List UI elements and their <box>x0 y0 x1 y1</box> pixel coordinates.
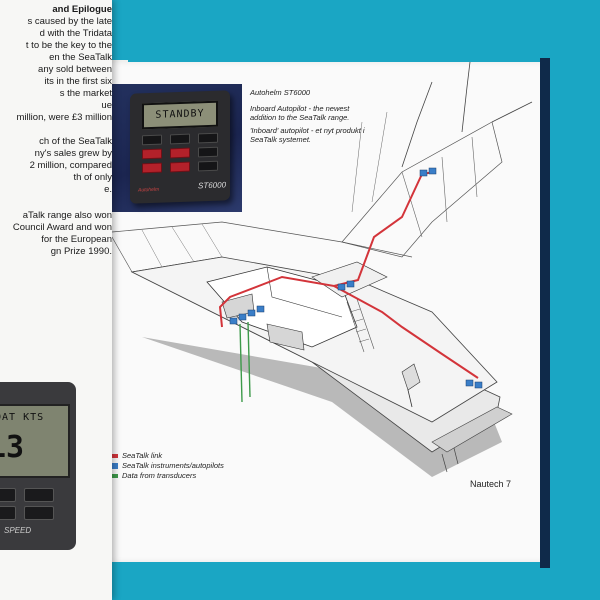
autopilot-button <box>170 133 190 145</box>
instrument-button <box>24 488 54 502</box>
legend-item-transducers: Data from transducers <box>106 471 196 480</box>
instrument-cluster-stern <box>465 379 483 389</box>
seatalk-link-path <box>218 171 479 379</box>
left-page-text-block: and Epilogue s caused by the late d with… <box>0 4 112 196</box>
left-text-line: any sold between <box>38 64 112 75</box>
legend-item-seatalk-link: SeaTalk link <box>106 451 162 460</box>
autopilot-button <box>170 161 190 173</box>
left-text-line: gn Prize 1990. <box>50 246 112 257</box>
outrigger-left <box>401 81 433 168</box>
instrument-button <box>0 488 16 502</box>
left-text-line: s the market <box>59 88 112 99</box>
speed-display-value: 13 <box>0 430 25 465</box>
left-text-line: s caused by the late <box>27 16 113 27</box>
caption-english: Inboard Autopilot - the newest addition … <box>250 104 350 122</box>
left-text-line: th of only <box>73 172 112 183</box>
instrument-cluster-tower <box>419 167 437 177</box>
caption-product: Autohelm ST6000 <box>250 88 311 97</box>
instrument-cluster-lower <box>229 305 265 325</box>
caption-other-language: 'Inboard' autopilot - et nyt produkt i S… <box>250 126 365 144</box>
left-text-line: t to be the key to the <box>25 40 112 51</box>
boat-hull-bottom <box>142 337 502 477</box>
autopilot-model: ST6000 <box>198 180 227 191</box>
speed-instrument-photo: DOAT KTS 13 SPEED <box>0 382 76 550</box>
autopilot-button <box>170 147 190 159</box>
autopilot-button <box>142 162 162 174</box>
left-text-line: aTalk range also won <box>22 210 112 221</box>
left-text-line: en the SeaTalk <box>49 52 112 63</box>
instrument-cluster-helm <box>337 280 355 291</box>
page-number: Nautech 7 <box>470 479 512 489</box>
autopilot-unit: STANDBY Autohelm ST6000 <box>130 90 230 204</box>
legend-swatch <box>106 453 118 458</box>
left-text-line: million, were £3 million <box>16 112 112 123</box>
boat-illustration <box>111 62 533 477</box>
left-text-line: for the European <box>41 234 112 245</box>
speed-display-header: DOAT KTS <box>0 412 45 423</box>
autopilot-brand: Autohelm <box>138 186 160 194</box>
legend-swatch <box>106 462 118 469</box>
left-text-line: Council Award and won <box>12 222 112 233</box>
autopilot-button <box>142 134 162 146</box>
transducer-line-2 <box>247 321 251 398</box>
speed-instrument-label: SPEED <box>4 526 32 535</box>
left-text-line: d with the Tridata <box>39 28 112 39</box>
book-cover-edge <box>540 58 550 568</box>
autopilot-button <box>198 146 218 158</box>
left-text-line: ch of the SeaTalk <box>39 136 112 147</box>
left-text-line: e. <box>104 184 112 195</box>
legend-swatch <box>106 473 118 478</box>
autopilot-display: STANDBY <box>142 100 218 130</box>
autopilot-photo: STANDBY Autohelm ST6000 <box>108 84 242 212</box>
instrument-button <box>0 506 16 520</box>
speed-instrument-display: DOAT KTS 13 <box>0 404 70 478</box>
legend-item-instruments: SeaTalk instruments/autopilots <box>106 461 224 470</box>
legend-label: SeaTalk instruments/autopilots <box>122 461 224 470</box>
outrigger-right <box>461 62 471 133</box>
autopilot-button <box>198 160 218 172</box>
legend-label: SeaTalk link <box>122 451 163 460</box>
autopilot-button <box>142 148 162 160</box>
left-text-line: its in the first six <box>44 76 112 87</box>
transducer-line-1 <box>239 323 243 403</box>
left-text-line: and Epilogue <box>52 4 112 15</box>
instrument-button <box>24 506 54 520</box>
left-text-line: ue <box>101 100 112 111</box>
left-page: and Epilogue s caused by the late d with… <box>0 0 112 600</box>
autopilot-button <box>198 132 218 144</box>
left-text-line: ny's sales grew by <box>34 148 112 159</box>
legend-label: Data from transducers <box>122 471 197 480</box>
left-page-text-block: aTalk range also won Council Award and w… <box>0 210 112 258</box>
left-text-line: 2 million, compared <box>29 160 112 171</box>
